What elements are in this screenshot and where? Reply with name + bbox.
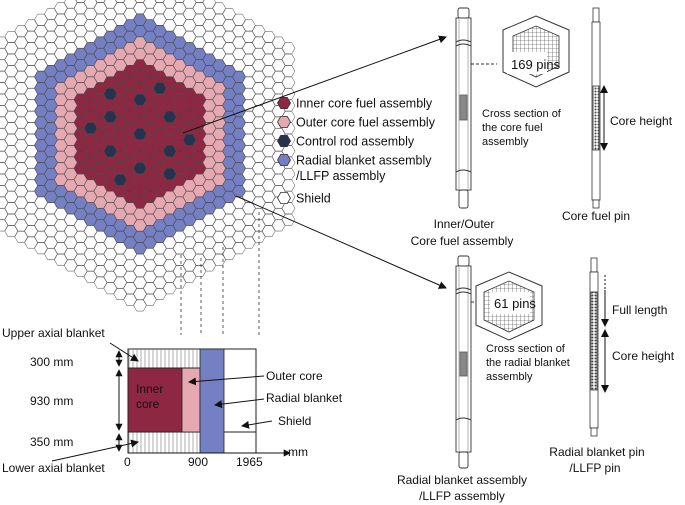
legend-swatch-outer-core bbox=[277, 115, 291, 129]
legend-label-control-rod: Control rod assembly bbox=[296, 135, 415, 149]
radial-blanket-full-length-label: Full length bbox=[612, 303, 667, 317]
dim-300-label: 300 mm bbox=[30, 355, 73, 369]
legend-label-shield: Shield bbox=[296, 192, 331, 206]
core-hex-cell bbox=[281, 213, 296, 226]
radial-blanket-cross-section-label-3: assembly bbox=[486, 371, 533, 383]
radial-blanket-assembly-label-2: /LLFP assembly bbox=[419, 489, 505, 503]
radial-blanket-pin-label-1: Radial blanket pin bbox=[549, 445, 644, 459]
axial-section bbox=[127, 348, 257, 454]
axial-inner-core-label-2: core bbox=[136, 397, 160, 411]
dim-350-label: 350 mm bbox=[30, 435, 73, 449]
core-fuel-pin bbox=[591, 7, 601, 209]
axial-inner-core-label-1: Inner bbox=[136, 382, 163, 396]
axial-leader-lines bbox=[51, 342, 273, 462]
core-fuel-pin-label: Core fuel pin bbox=[562, 209, 630, 223]
core-fuel-assembly bbox=[455, 7, 472, 209]
core-fuel-cross-section-label-3: assembly bbox=[482, 136, 529, 148]
core-fuel-cross-section bbox=[502, 15, 570, 88]
legend-label-outer-core: Outer core fuel assembly bbox=[296, 116, 436, 130]
axis-tick-1965: 1965 bbox=[236, 455, 263, 469]
legend-label-inner-core: Inner core fuel assembly bbox=[296, 97, 433, 111]
core-fuel-height-label: Core height bbox=[610, 114, 673, 128]
radial-blanket-assembly-label-1: Radial blanket assembly bbox=[397, 473, 527, 487]
legend-swatch-radial-blanket bbox=[277, 153, 291, 167]
axial-radial-blanket bbox=[199, 348, 225, 454]
radial-blanket-height-label: Core height bbox=[612, 349, 675, 363]
radial-blanket-pin-label-2: /LLFP pin bbox=[569, 461, 620, 475]
core-fuel-pin-count: 169 pins bbox=[511, 57, 561, 72]
radial-blanket-cross-section bbox=[475, 271, 543, 341]
lower-axial-blanket-label: Lower axial blanket bbox=[2, 461, 105, 475]
axial-shield-label: Shield bbox=[278, 414, 311, 428]
legend-swatch-control-rod bbox=[277, 134, 291, 148]
core-fuel-assembly-label-2: Core fuel assembly bbox=[411, 234, 514, 248]
radial-blanket-pin-count: 61 pins bbox=[494, 296, 536, 311]
axial-radial-blanket-label: Radial blanket bbox=[266, 391, 343, 405]
axial-inner-core bbox=[127, 367, 183, 433]
radial-blanket-cross-section-label-1: Cross section of bbox=[486, 343, 566, 355]
leader-arrows bbox=[182, 35, 447, 289]
upper-axial-blanket-label: Upper axial blanket bbox=[2, 326, 105, 340]
dim-930-label: 930 mm bbox=[30, 394, 73, 408]
axis-tick-900: 900 bbox=[188, 455, 208, 469]
legend-swatch-shield bbox=[277, 191, 291, 205]
axial-outer-core-label: Outer core bbox=[266, 369, 323, 383]
legend-swatch-inner-core bbox=[277, 96, 291, 110]
core-hex-map bbox=[0, 0, 296, 312]
core-fuel-cross-section-label-2: the core fuel bbox=[482, 122, 543, 134]
legend-label-radial-blanket: Radial blanket assembly bbox=[296, 154, 432, 168]
radial-blanket-pin bbox=[589, 257, 599, 437]
core-fuel-assembly-label-1: Inner/Outer bbox=[434, 217, 495, 231]
legend-label-radial-blanket-line2: /LLFP assembly bbox=[296, 169, 386, 183]
radial-blanket-cross-section-label-2: the radial blanket bbox=[486, 357, 570, 369]
axis-tick-0: 0 bbox=[124, 455, 131, 469]
axis-unit-label: mm bbox=[288, 445, 308, 459]
axial-outer-core bbox=[181, 367, 201, 433]
radial-blanket-assembly bbox=[455, 255, 472, 469]
projection-lines bbox=[180, 212, 260, 335]
core-fuel-cross-section-label-1: Cross section of bbox=[482, 108, 562, 120]
